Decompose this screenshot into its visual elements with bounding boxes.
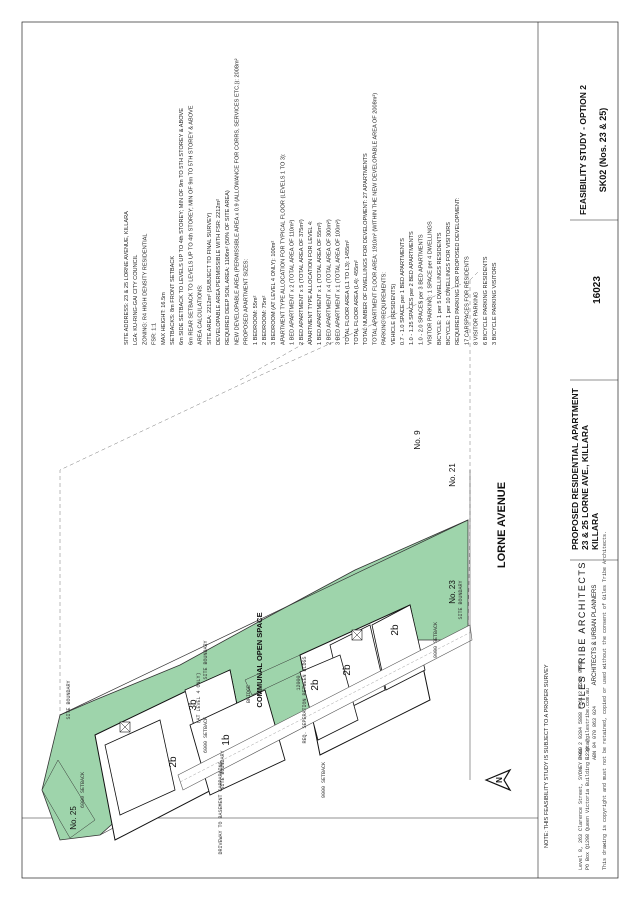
note-line: REQUIRED PARKING FOR PROPOSED DEVELOPMEN… [455, 197, 461, 345]
note-line: 2 BED APARTMENT x 4 (TOTAL AREA OF 300m²… [326, 219, 332, 345]
lot-no21-label: No. 21 [448, 463, 457, 487]
note-line: PARKING REQUIREMENTS: [382, 272, 388, 345]
note-line: REQUIRED DEEP SOIL AREA: 1106m² (50% OF … [225, 190, 231, 345]
svg-text:N: N [495, 777, 504, 783]
unit-label-2b-rear: 2b [168, 756, 179, 768]
lift-core-icon [351, 629, 363, 641]
unit-label-3b: 3b [188, 699, 199, 711]
neighbour-boundary-rear [239, 339, 311, 381]
note-line: 2 BEDROOM: 75m² [262, 295, 268, 345]
footer-email: E: gta@gilestribe.com.au [585, 688, 591, 760]
sheet-number: SK02 (Nos. 23 & 25) [598, 108, 608, 193]
note-line: 0.7 - 1.0 SPACE per 1 BED APARTMENTS [400, 238, 406, 345]
note-line: 1 BED APARTMENT x 1 (TOTAL AREA OF 55m²) [317, 222, 323, 345]
site-boundary-label-side: SITE BOUNDARY [66, 680, 72, 719]
sheet-border [21, 21, 619, 879]
site-boundary-label: SITE BOUNDARY [203, 640, 209, 679]
note-line: TOTAL FLOOR AREA (L4): 455m² [354, 260, 360, 345]
note-line: 6m SIDE SETBACK TO LEVELS UP TO 4th STOR… [179, 108, 185, 345]
note-line: FSR: 1:1 [152, 323, 158, 345]
unit-2b-rear-footprint [104, 719, 176, 816]
footer-address: Level 8, 263 Clarence Street, SYDNEY 200… [578, 747, 584, 870]
site-boundary-label-street: SITE BOUNDARY [458, 580, 464, 619]
firm-subtitle: ARCHITECTS & URBAN PLANNERS [592, 585, 598, 686]
street-name: LORNE AVENUE [496, 482, 508, 568]
note-line: 3 BICYCLE PARKING VISITORS [492, 262, 498, 345]
note-line: 1.0 - 1.25 SPACES per 2 BED APARTMENTS [409, 231, 415, 345]
driveway-strip [177, 624, 473, 791]
level4-note: (AT LEVEL 4 ONLY) [196, 672, 202, 723]
separation-dimension: 12000 [296, 675, 302, 690]
unit-label-2b-front-b: 2b [310, 679, 321, 691]
note-line: PROPOSED APARTMENT SIZES: [244, 258, 250, 345]
note-line: 8 VISITOR PARKING [474, 292, 480, 345]
note-line: NEW DEVELOPABLE AREA (PERMISSIBLE AREA x… [234, 58, 240, 345]
communal-label: COMMUNAL OPEN SPACE [255, 612, 264, 707]
job-number: 16023 [592, 276, 603, 304]
unit-label-2b-front-a: 2b [342, 664, 353, 676]
north-arrow-icon: N [484, 768, 512, 792]
study-title: FEASIBILITY STUDY - OPTION 2 [578, 85, 588, 215]
footer-phone: P+61 2 9284 5888 F+61 2 9284 9988 [578, 661, 584, 760]
driveway-centreline [179, 631, 472, 783]
setback-9000-front: 9000 SETBACK [433, 622, 439, 658]
separation-label: REQ. SEPERATION BETWEEN BLDGS [302, 656, 308, 743]
note-line: 3 BED APARTMENT x 1 (TOTAL AREA OF 100m²… [336, 219, 342, 345]
footer-abn: ABN 84 070 863 024 [592, 706, 598, 760]
unit-label-2b-front-c: 2b [390, 624, 401, 636]
note-line: 6 BICYCLE PARKING RESIDENTS [483, 256, 489, 345]
note-line: 1 BEDROOM: 55m² [253, 295, 259, 345]
note-line: BICYCLE: 1 per 10 DWELLINGS FOR VISITORS [446, 222, 452, 345]
note-line: 6m REAR SETBACK TO LEVELS UP TO 4th STOR… [188, 105, 194, 345]
footer-po-box: PO Box Q1298 Queen Victoria Building 123… [585, 747, 591, 870]
note-line: BICYCLE: 1 per 5 DWELLINGS RESIDENTS [437, 232, 443, 345]
note-line: ZONING: R4 HIGH DENSITY RESIDENTIAL [142, 234, 148, 345]
note-line: LGA: KU-RING-GAI CITY COUNCIL [133, 255, 139, 345]
note-line: SETBACKS: 8m FRONT SETBACK [170, 256, 176, 345]
lot-no25-area [41, 759, 96, 839]
driveway-label: DRIVEWAY TO BASEMENT CARPARKING [218, 761, 224, 854]
note-line: 17 CARSPACES FOR RESIDENTS [464, 256, 470, 345]
note-line: DEVELOPABLE AREA PERMISSIBLE WITH FSR: 2… [216, 199, 222, 345]
unit-label-1b: 1b [221, 734, 232, 746]
project-line-2: 23 & 25 LORNE AVE., KILLARA [580, 425, 590, 550]
note-line: APARTMENT TYPE ALLOCATION FOR LEVEL 4: [308, 220, 314, 345]
survey-note: NOTE: THIS FEASIBILITY STUDY IS SUBJECT … [544, 664, 550, 848]
note-line: VISITOR PARKING: 1 SPACE per 4 DWELLINGS [428, 221, 434, 345]
site-boundary-line [59, 519, 469, 716]
setback-6000-side: 6000 SETBACK [203, 717, 209, 753]
note-line: TOTAL NUMBER OF DWELLINGS FOR DEVELOPMEN… [363, 153, 369, 345]
lot-no23-label: No. 23 [448, 580, 457, 604]
notes-block: SITE ADDRESS: 23 & 25 LORNE AVENUE, KILL… [124, 58, 498, 345]
bridge-label: BRIDGE [246, 685, 252, 703]
lot-no25-label: No. 25 [69, 806, 78, 830]
lot-no9-label: No. 9 [413, 430, 422, 450]
note-line: TOTAL FLOOR AREA (L1 TO L3): 1455m² [345, 240, 351, 345]
note-line: SITE ADDRESS: 23 & 25 LORNE AVENUE, KILL… [124, 211, 130, 345]
note-line: SITE AREA: 2212m² (SUBJECT TO FINAL SURV… [207, 212, 213, 345]
footer-contact-block: Level 8, 263 Clarence Street, SYDNEY 200… [578, 531, 608, 870]
note-line: APARTMENT TYPE ALLOCATION FOR TYPICAL FL… [280, 153, 286, 345]
title-block: GILES TRIBE ARCHITECTS ARCHITECTS & URBA… [570, 85, 618, 709]
setback-6000-rear: 6000 SETBACK [80, 772, 86, 808]
site-plan: LORNE AVENUE No. 9 No. 21 No. 23 No. 25 … [41, 269, 508, 855]
project-line-1: PROPOSED RESIDENTIAL APARTMENT [570, 387, 580, 550]
lift-core-icon [119, 721, 131, 733]
setback-9000-side: 9000 SETBACK [321, 762, 327, 798]
footer-copyright: This drawing is copyright and must not b… [602, 531, 608, 870]
note-line: VEHICLE (RESIDENTS) [391, 284, 397, 345]
note-line: 1 BED APARTMENT x 2 (TOTAL AREA OF 110m²… [290, 219, 296, 345]
firm-name: GILES TRIBE ARCHITECTS [577, 561, 587, 709]
note-line: TOTAL APARTMENT FLOOR AREA: 1910m² (WITH… [372, 93, 378, 345]
note-line: 3 BEDROOM (AT LEVEL 4 ONLY): 100m² [271, 241, 277, 345]
neighbour-boundary-no9 [59, 269, 481, 760]
note-line: MAX HEIGHT: 16.5m [161, 292, 167, 345]
note-line: 1.0 - 2.0 SPACES per 3 BED APARTMENTS [418, 234, 424, 345]
site-boundary-label-front: SITE BOUNDARY [220, 750, 226, 789]
note-line: 2 BED APARTMENT x 5 (TOTAL AREA OF 375m²… [299, 219, 305, 345]
note-line: AREA CALCULATIONS: [198, 284, 204, 345]
project-line-3: KILLARA [590, 513, 600, 550]
